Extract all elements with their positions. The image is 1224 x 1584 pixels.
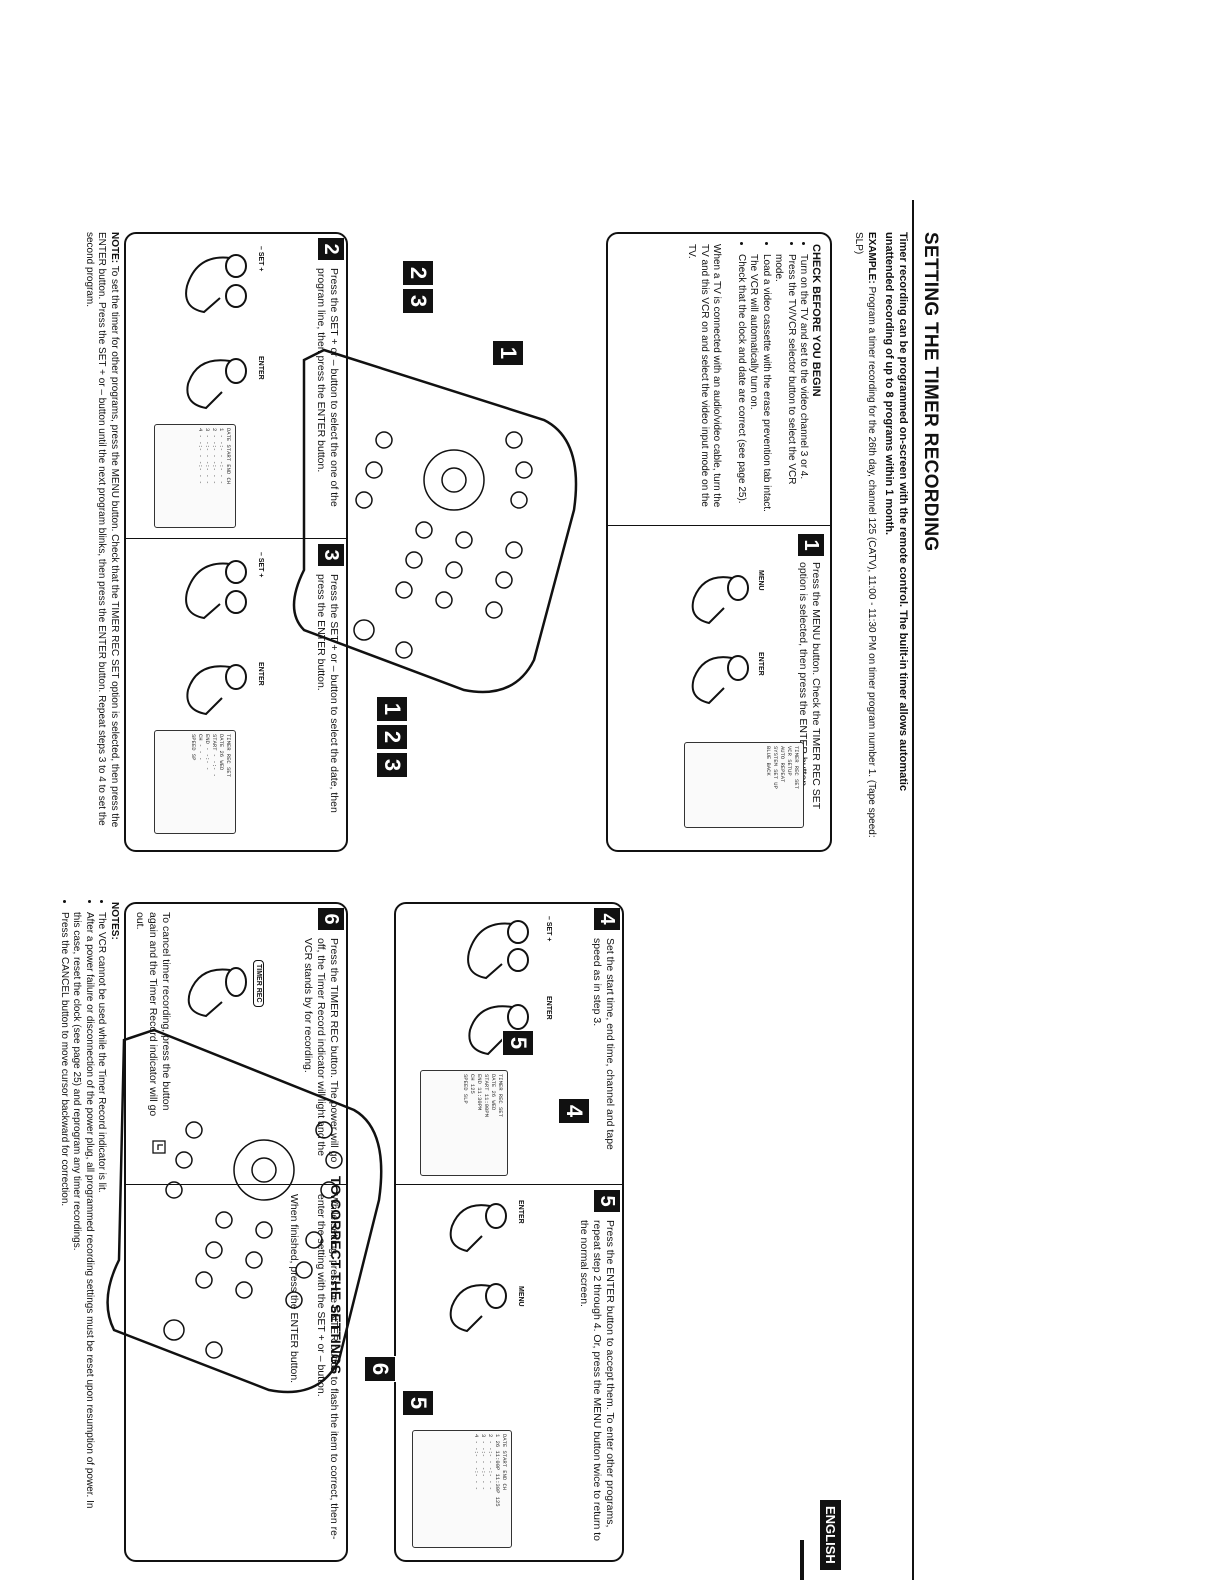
callout-right-b2: 5 xyxy=(402,1390,434,1418)
top-rule xyxy=(912,200,914,1580)
correct-text: While setting, press the ENTER button to… xyxy=(315,1194,340,1540)
note-block: NOTE: To set the timer for other program… xyxy=(83,232,120,852)
step5-text: Press the ENTER button to accept them. T… xyxy=(578,1220,616,1541)
step2-text: Press the SET + or – button to select th… xyxy=(315,268,340,507)
check-item: Load a video cassette with the erase pre… xyxy=(747,254,773,512)
step2-number: 2 xyxy=(318,238,344,260)
enter-label: ENTER xyxy=(545,996,552,1020)
step4-number: 4 xyxy=(594,908,620,930)
callout-right-b1: 6 xyxy=(364,1356,396,1384)
notes-block: NOTES: The VCR cannot be used while the … xyxy=(58,902,120,1562)
callout-num: 3 xyxy=(376,752,408,778)
step6-number: 6 xyxy=(318,908,344,930)
notes-list: The VCR cannot be used while the Timer R… xyxy=(58,902,108,1522)
callout-num: 3 xyxy=(402,288,434,314)
callout-num: 5 xyxy=(402,1390,434,1416)
hand-press-icon xyxy=(185,254,247,410)
box-divider xyxy=(126,1184,348,1185)
callout-num: 5 xyxy=(502,1030,534,1056)
edge-bar xyxy=(800,1540,804,1580)
notes-label: NOTES: xyxy=(109,902,120,940)
step6-cancel-text: To cancel timer recording, press the but… xyxy=(134,912,172,1117)
check-note: When a TV is connected with an audio/vid… xyxy=(686,244,723,508)
box-divider xyxy=(608,525,832,526)
check-heading: CHECK BEFORE YOU BEGIN xyxy=(810,244,822,397)
callout-right-mid: 4 xyxy=(558,1098,590,1126)
note-text: To set the timer for other programs, pre… xyxy=(84,232,120,828)
example-text: Program a timer recording for the 26th d… xyxy=(853,232,878,838)
step3-text: Press the SET + or – button to select th… xyxy=(315,574,340,813)
check-item: Turn on the TV and set to the video chan… xyxy=(797,254,810,512)
set-label: – SET + xyxy=(257,552,264,578)
example-label: EXAMPLE: xyxy=(866,232,877,284)
check-item: Press the TV/VCR selector button to sele… xyxy=(772,254,798,512)
correct-finish: When finished, press the ENTER button. xyxy=(288,1194,300,1384)
timer-indicator-icon xyxy=(152,1140,166,1154)
callout-num: 6 xyxy=(364,1356,396,1382)
step5-number: 5 xyxy=(594,1190,620,1212)
step3-number: 3 xyxy=(318,544,344,566)
callout-num: 4 xyxy=(558,1098,590,1124)
notes-item: Press the CANCEL button to move cursor b… xyxy=(58,912,70,1522)
step4-text: Set the start time, end time, channel an… xyxy=(591,938,616,1150)
menu-label: MENU xyxy=(757,570,764,591)
enter-label: ENTER xyxy=(257,662,264,686)
hand-press-icon xyxy=(185,560,247,716)
hand-press-icon xyxy=(467,920,529,1056)
set-label: – SET + xyxy=(545,916,552,942)
hand-press-icon xyxy=(187,967,247,1018)
step6-text: Press the TIMER REC button. The power wi… xyxy=(302,938,340,1163)
callout-num: 2 xyxy=(376,724,408,750)
callout-num: 2 xyxy=(402,260,434,286)
notes-item: The VCR cannot be used while the Timer R… xyxy=(95,912,108,1522)
box-divider xyxy=(126,538,348,539)
callout-left-mid: 2 3 xyxy=(402,260,434,316)
box-divider xyxy=(396,1184,624,1185)
menu-label: MENU xyxy=(517,1286,524,1307)
timer-rec-label: TIMER REC xyxy=(253,960,264,1007)
intro-text: Timer recording can be programmed on-scr… xyxy=(883,232,909,792)
callout-right-top: 5 xyxy=(502,1030,534,1058)
step1-number: 1 xyxy=(798,534,824,556)
check-list: Turn on the TV and set to the video chan… xyxy=(735,244,810,512)
check-item: Check that the clock and date are correc… xyxy=(735,254,747,512)
note-label: NOTE: xyxy=(109,232,120,264)
set-label: – SET + xyxy=(257,246,264,272)
notes-item: After a power failure or disconnection o… xyxy=(70,912,96,1522)
enter-label: ENTER xyxy=(517,1200,524,1224)
remote-control-illustration-left xyxy=(292,348,578,694)
enter-label: ENTER xyxy=(757,652,764,676)
example-line: EXAMPLE: Program a timer recording for t… xyxy=(852,232,878,852)
remote-control-illustration-right xyxy=(106,1028,383,1394)
hand-press-icon xyxy=(449,1203,507,1333)
page-title: SETTING THE TIMER RECORDING xyxy=(920,232,941,552)
check-column: CHECK BEFORE YOU BEGIN Turn on the TV an… xyxy=(685,244,823,512)
enter-label: ENTER xyxy=(257,356,264,380)
hand-press-icon xyxy=(691,575,749,705)
language-tab: ENGLISH xyxy=(820,1500,841,1570)
